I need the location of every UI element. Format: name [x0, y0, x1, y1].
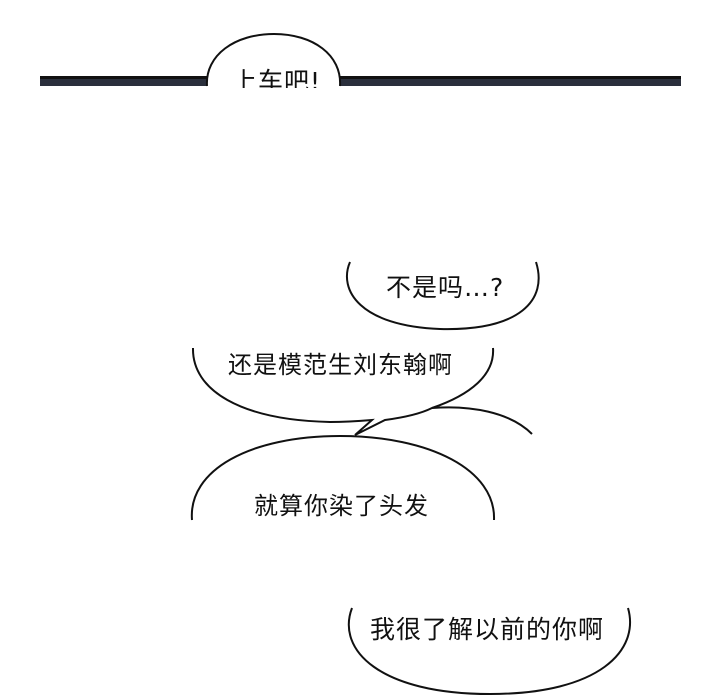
- speech-bubble-2-tail: [431, 406, 533, 435]
- top-speech-bubble: [205, 32, 342, 87]
- bubble-2-text: 还是模范生刘东翰啊: [228, 351, 453, 379]
- speech-bubble-1: [345, 261, 540, 331]
- speech-bubble-4: [347, 607, 631, 696]
- top-bubble-text: 上车吧!: [232, 67, 322, 88]
- bubble-4-text: 我很了解以前的你啊: [370, 615, 605, 644]
- bubble-3-text: 就算你染了头发: [254, 492, 429, 520]
- speech-bubble-3: [190, 434, 496, 521]
- bubble-1-text: 不是吗…?: [386, 273, 505, 302]
- panel-border: [40, 76, 681, 86]
- speech-bubble-2: [191, 347, 495, 436]
